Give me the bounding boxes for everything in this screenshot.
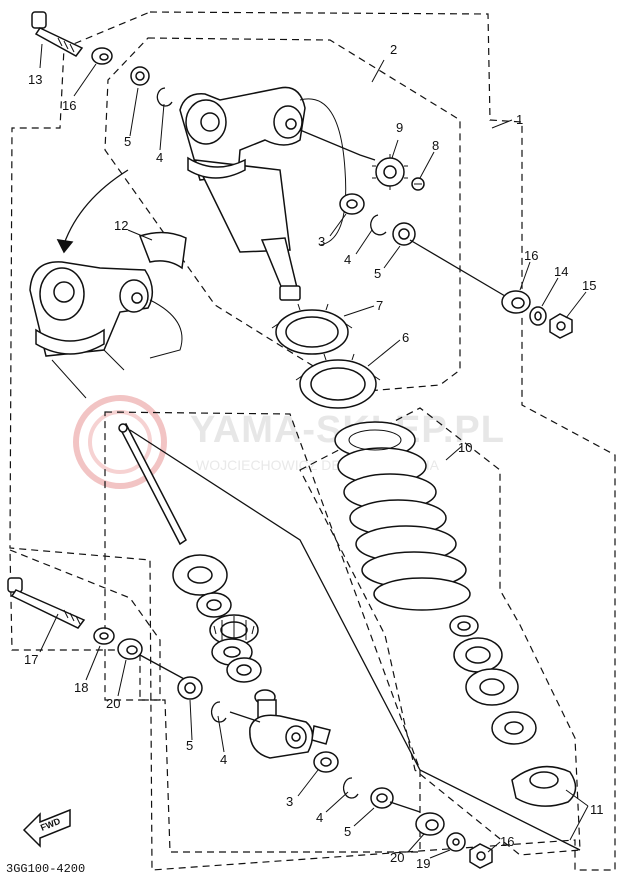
callout-3-upper: 3 (318, 234, 325, 249)
adjuster-9 (372, 154, 408, 190)
callout-10: 10 (458, 440, 472, 455)
seat-right-2 (465, 668, 519, 706)
callout-1: 1 (516, 112, 523, 127)
bumper-plate (172, 554, 228, 596)
callout-4-right: 4 (344, 252, 351, 267)
callout-18: 18 (74, 680, 88, 695)
spring-guide-11 (511, 765, 577, 807)
outline-damper-2 (104, 37, 461, 393)
watermark: YAMA-SKLEP.PL WOJCIECHOWICZ DEALER YAMAH… (73, 395, 504, 489)
callout-leaders (39, 43, 589, 859)
callout-11: 11 (590, 802, 604, 817)
callout-19: 19 (416, 856, 430, 871)
callout-5-upper: 5 (124, 134, 131, 149)
callout-3-lower: 3 (286, 794, 293, 809)
washer-18 (93, 627, 115, 645)
collar-16-right (501, 290, 531, 314)
callout-16-top: 16 (62, 98, 76, 113)
leader-adjuster (299, 129, 376, 161)
callout-20-left: 20 (106, 696, 120, 711)
screw-8 (411, 177, 425, 191)
seat-right-1 (453, 637, 503, 673)
washer-14 (529, 306, 547, 326)
callout-8: 8 (432, 138, 439, 153)
callout-9: 9 (396, 120, 403, 135)
callout-4-upper: 4 (156, 150, 163, 165)
spring-10 (334, 421, 471, 611)
nut-center (226, 657, 262, 683)
outline-spring-group (299, 407, 581, 856)
oil-seal-5-lower-left (177, 676, 203, 700)
leader-shaft-right (409, 239, 506, 297)
piston-rod (118, 422, 187, 546)
collar-20-left (117, 638, 143, 660)
cap-right-1 (449, 615, 479, 637)
bearing-center (209, 614, 259, 646)
rotate-view-arrow (63, 169, 129, 245)
callout-labels: 1 2 13 16 5 4 9 8 12 3 4 5 16 14 15 7 6 … (24, 42, 604, 871)
callout-7: 7 (376, 298, 383, 313)
callout-17: 17 (24, 652, 38, 667)
damper-body-2 (179, 86, 347, 301)
callout-12: 12 (114, 218, 128, 233)
callout-14: 14 (554, 264, 568, 279)
washer-16-top (91, 47, 113, 65)
collar-20-right (415, 812, 445, 836)
leader-lower-right (389, 801, 421, 813)
oil-seal-5-upper (130, 66, 150, 86)
callout-16-lower: 16 (500, 834, 514, 849)
adjuster-nut-6 (295, 353, 381, 409)
washer-center (196, 592, 232, 618)
callout-6: 6 (402, 330, 409, 345)
outline-assembly-1 (9, 11, 616, 871)
bushing-3-lower (313, 751, 339, 773)
callout-5-lower-right: 5 (344, 824, 351, 839)
circlip-4-lower-left (210, 701, 227, 723)
circlip-4-upper (156, 87, 173, 107)
damper-body-rotated (29, 261, 183, 399)
washer-19 (446, 832, 466, 852)
nut-15 (549, 313, 573, 339)
leader-lower-mid (229, 711, 261, 723)
watermark-logo (73, 395, 167, 489)
guard-12 (139, 231, 187, 270)
oil-seal-5-lower-right (370, 787, 394, 809)
bushing-3-upper (339, 193, 365, 215)
nut-16-lower (469, 843, 493, 869)
oil-seal-5-right (392, 222, 416, 246)
lower-mount (249, 689, 331, 759)
callout-2: 2 (390, 42, 397, 57)
callout-20-right: 20 (390, 850, 404, 865)
group-outlines (9, 11, 616, 871)
callout-5-right: 5 (374, 266, 381, 281)
callout-16-right: 16 (524, 248, 538, 263)
callout-5-lower-left: 5 (186, 738, 193, 753)
bolt-17 (7, 577, 86, 629)
circlip-4-right (370, 214, 387, 236)
fwd-arrow: FWD (22, 808, 71, 848)
callout-4-lower-right: 4 (316, 810, 323, 825)
outline-lower-mount (9, 549, 161, 701)
callout-13: 13 (28, 72, 42, 87)
callout-15: 15 (582, 278, 596, 293)
outline-lower-group (104, 411, 421, 853)
locknut-7 (271, 303, 353, 355)
leader-center-diagonal (129, 429, 581, 851)
seat-right-3 (491, 711, 537, 745)
callout-4-lower-left: 4 (220, 752, 227, 767)
bolt-13 (31, 11, 84, 57)
leader-lower-left (139, 654, 187, 681)
circlip-4-lower-right (342, 777, 359, 799)
part-code: 3GG100-4200 (6, 862, 85, 876)
